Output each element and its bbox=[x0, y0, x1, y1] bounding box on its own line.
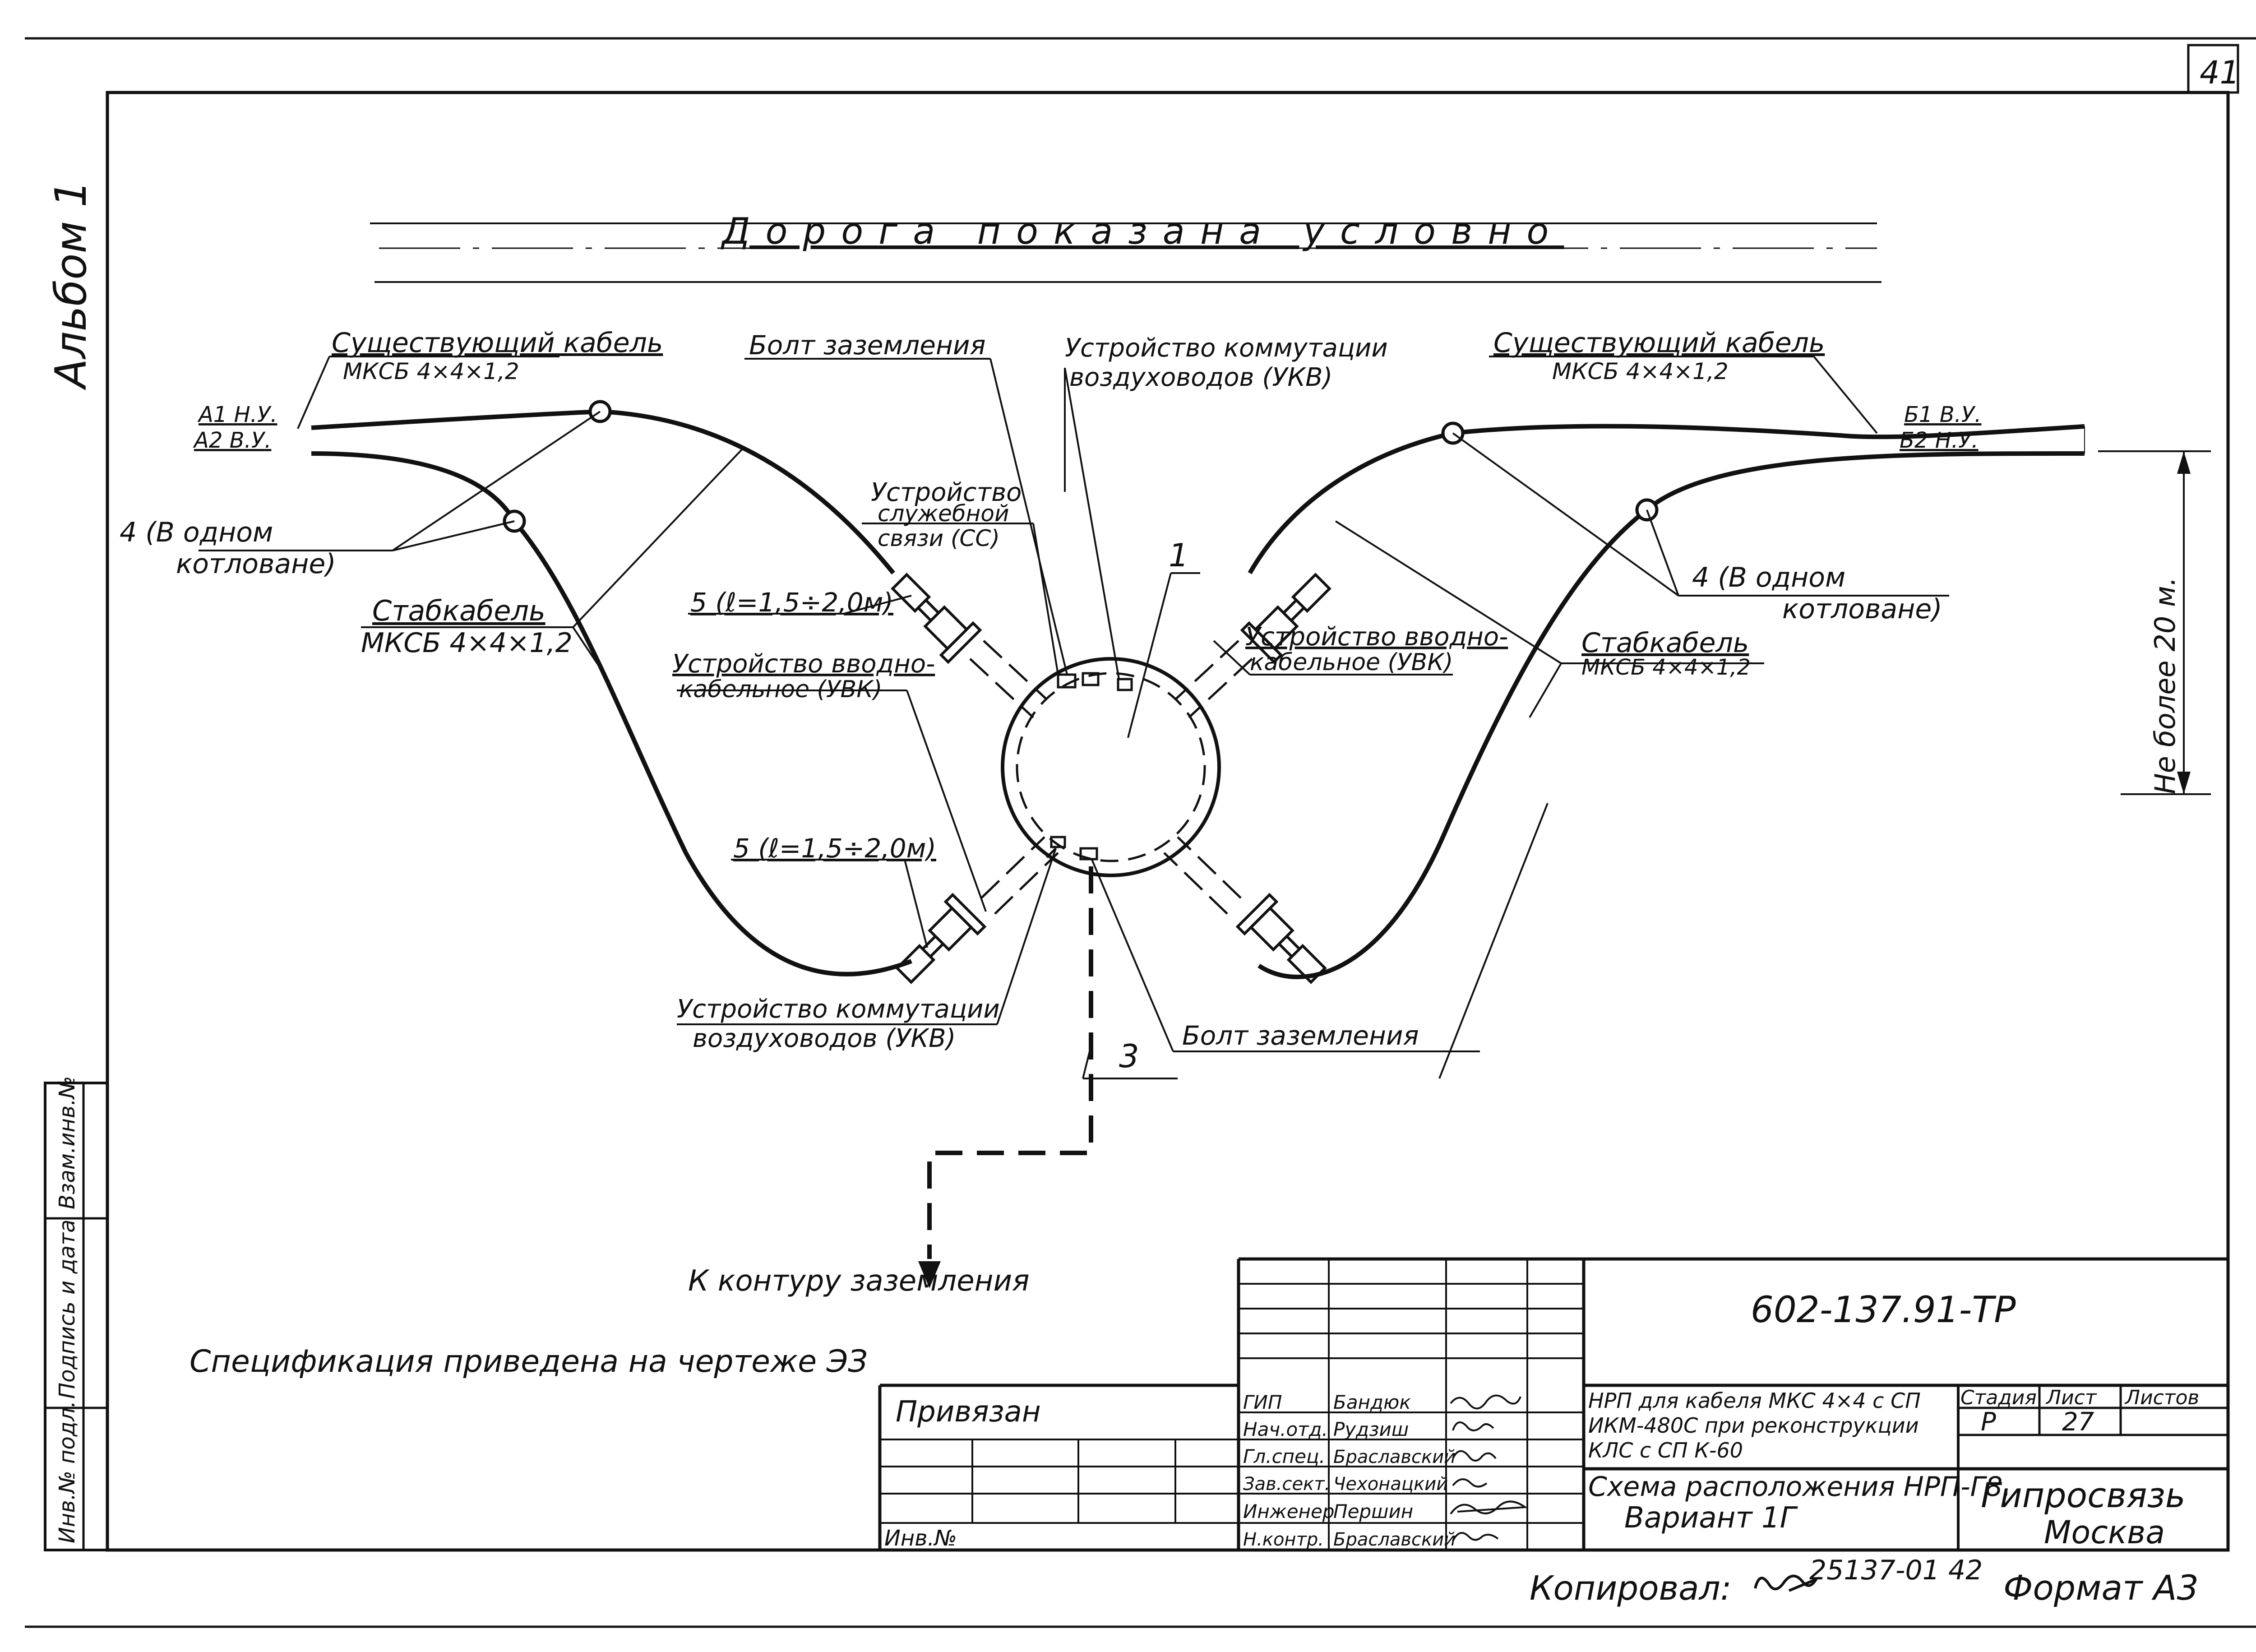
five-top-label: 5 (ℓ=1,5÷2,0м) bbox=[690, 587, 893, 618]
nrp-unit bbox=[969, 640, 1253, 915]
privyazan-label: Привязан bbox=[896, 1395, 1041, 1429]
uss-line3: связи (СС) bbox=[878, 525, 1000, 551]
side-stamp-sign-date: Подпись и дата bbox=[55, 1219, 80, 1399]
signature-role-1: ГИП bbox=[1243, 1391, 1282, 1413]
position-3-label: 3 bbox=[1119, 1038, 1139, 1075]
sheet-title-line-2: Вариант 1Г bbox=[1624, 1501, 1798, 1535]
position-1-label: 1 bbox=[1169, 537, 1189, 574]
ukv-bottom-line2: воздуховодов (УКВ) bbox=[693, 1024, 956, 1053]
org-name: Гипросвязь bbox=[1981, 1475, 2186, 1515]
signature-role-4: Зав.сект. bbox=[1243, 1474, 1330, 1495]
signature-role-5: Инженер bbox=[1243, 1500, 1335, 1522]
signature-name-4: Чехонацкий bbox=[1333, 1474, 1448, 1495]
ground-contour-label: К контуру заземления bbox=[688, 1264, 1030, 1298]
existing-cable-left-label: Существующий кабель bbox=[332, 327, 663, 359]
signature-name-6: Браславский bbox=[1333, 1529, 1456, 1550]
org-city: Москва bbox=[2044, 1514, 2165, 1551]
signature-name-1: Бандюк bbox=[1333, 1391, 1411, 1413]
ground-line bbox=[918, 866, 1093, 1288]
uvk-right-line1: Устройство вводно- bbox=[1245, 622, 1508, 652]
signature-name-5: Першин bbox=[1333, 1500, 1413, 1522]
four-right-line2: котловане) bbox=[1782, 593, 1942, 625]
uvk-left-line2: кабельное (УВК) bbox=[679, 676, 882, 703]
wire-b1-label: Б1 В.У. bbox=[1904, 402, 1981, 427]
stage-value: Р bbox=[1981, 1407, 1996, 1437]
ukv-bottom-line1: Устройство коммутации bbox=[677, 995, 1000, 1024]
uvk-left-line1: Устройство вводно- bbox=[672, 649, 935, 679]
entry-device bbox=[891, 573, 982, 664]
copied-by-label: Копировал: bbox=[1530, 1569, 1732, 1608]
inv-no-label: Инв.№ bbox=[884, 1526, 957, 1551]
entry-device bbox=[895, 893, 987, 984]
stage-label: Стадия bbox=[1960, 1386, 2037, 1409]
title-block: 602-137.91-ТР Привязан Инв.№ ГИП Бандюк … bbox=[878, 1257, 2228, 1551]
signature-name-3: Браславский bbox=[1333, 1447, 1456, 1467]
signature-role-3: Гл.спец. bbox=[1243, 1445, 1325, 1467]
ground-bolt-top-label: Болт заземления bbox=[749, 330, 986, 361]
side-stamp-inv-podl: Инв.№ подл. bbox=[55, 1401, 80, 1543]
ukv-top-line2: воздуховодов (УКВ) bbox=[1069, 363, 1332, 392]
page-number-box bbox=[2187, 44, 2239, 94]
leader-lines bbox=[199, 356, 1949, 1079]
signature-role-2: Нач.отд. bbox=[1243, 1418, 1328, 1440]
ground-bolt-bottom-label: Болт заземления bbox=[1182, 1020, 1419, 1051]
stub-cable-left-type: МКСБ 4×4×1,2 bbox=[361, 627, 573, 659]
uss-line1: Устройство bbox=[871, 478, 1022, 507]
description-line-3: КЛС с СП К-60 bbox=[1588, 1438, 1743, 1462]
uvk-right-line2: кабельное (УВК) bbox=[1250, 649, 1453, 676]
description-line-2: ИКМ-480С при реконструкции bbox=[1588, 1413, 1919, 1438]
side-stamp-vzam-inv: Взам.инв.№ bbox=[55, 1076, 80, 1209]
four-right-line1: 4 (В одном bbox=[1692, 562, 1845, 593]
sheet-format: Формат А3 bbox=[2003, 1568, 2199, 1608]
wire-b2-label: Б2 Н.У. bbox=[1900, 428, 1979, 453]
page-number: 41 bbox=[2200, 54, 2240, 91]
document-code: 602-137.91-ТР bbox=[1751, 1289, 2016, 1331]
ukv-top-line1: Устройство коммутации bbox=[1065, 333, 1388, 363]
four-left-line2: котловане) bbox=[176, 548, 336, 580]
album-label: Альбом 1 bbox=[46, 180, 96, 391]
entry-device bbox=[1240, 573, 1331, 664]
existing-cable-right-label: Существующий кабель bbox=[1493, 327, 1825, 359]
description-line-1: НРП для кабеля МКС 4×4 с СП bbox=[1588, 1388, 1921, 1413]
wire-a1-label: А1 Н.У. bbox=[197, 402, 277, 427]
existing-cable-right-type: МКСБ 4×4×1,2 bbox=[1552, 358, 1729, 384]
stub-cable-left-label: Стабкабель bbox=[372, 594, 546, 627]
signature-role-6: Н.контр. bbox=[1243, 1529, 1324, 1550]
specification-note: Спецификация приведена на чертеже ЭЗ bbox=[190, 1344, 868, 1379]
cable-lines bbox=[311, 400, 2085, 979]
stub-cable-right-label: Стабкабель bbox=[1581, 627, 1749, 659]
side-stamp: Взам.инв.№ Подпись и дата Инв.№ подл. bbox=[44, 1076, 109, 1551]
five-bottom-label: 5 (ℓ=1,5÷2,0м) bbox=[733, 833, 936, 864]
copier-signature bbox=[1754, 1574, 1820, 1592]
road: Дорога показана условно bbox=[370, 210, 1882, 283]
archive-number: 25137-01 42 bbox=[1809, 1555, 1983, 1586]
sheets-label: Листов bbox=[2124, 1386, 2199, 1409]
four-left-line1: 4 (В одном bbox=[120, 517, 273, 548]
sheet-title-line-1: Схема расположения НРП-Г8. bbox=[1588, 1471, 2011, 1503]
existing-cable-left-type: МКСБ 4×4×1,2 bbox=[343, 358, 519, 384]
sheet-value: 27 bbox=[2062, 1407, 2094, 1437]
stub-cable-right-type: МКСБ 4×4×1,2 bbox=[1581, 655, 1751, 680]
distance-note: Не более 20 м. bbox=[2149, 577, 2182, 794]
signature-name-2: Рудзиш bbox=[1333, 1418, 1409, 1440]
drawing-labels: Существующий кабель МКСБ 4×4×1,2 Существ… bbox=[120, 327, 1981, 1379]
road-note: Дорога показана условно bbox=[721, 210, 1564, 252]
sheet-label: Лист bbox=[2045, 1386, 2097, 1409]
uss-line2: служебной bbox=[878, 500, 1009, 527]
distance-dimension: Не более 20 м. bbox=[2098, 450, 2211, 795]
entry-device bbox=[1235, 893, 1327, 984]
wire-a2-label: А2 В.У. bbox=[193, 428, 271, 453]
signature-marks bbox=[1450, 1394, 1528, 1541]
drawing-frame bbox=[106, 91, 2230, 1552]
